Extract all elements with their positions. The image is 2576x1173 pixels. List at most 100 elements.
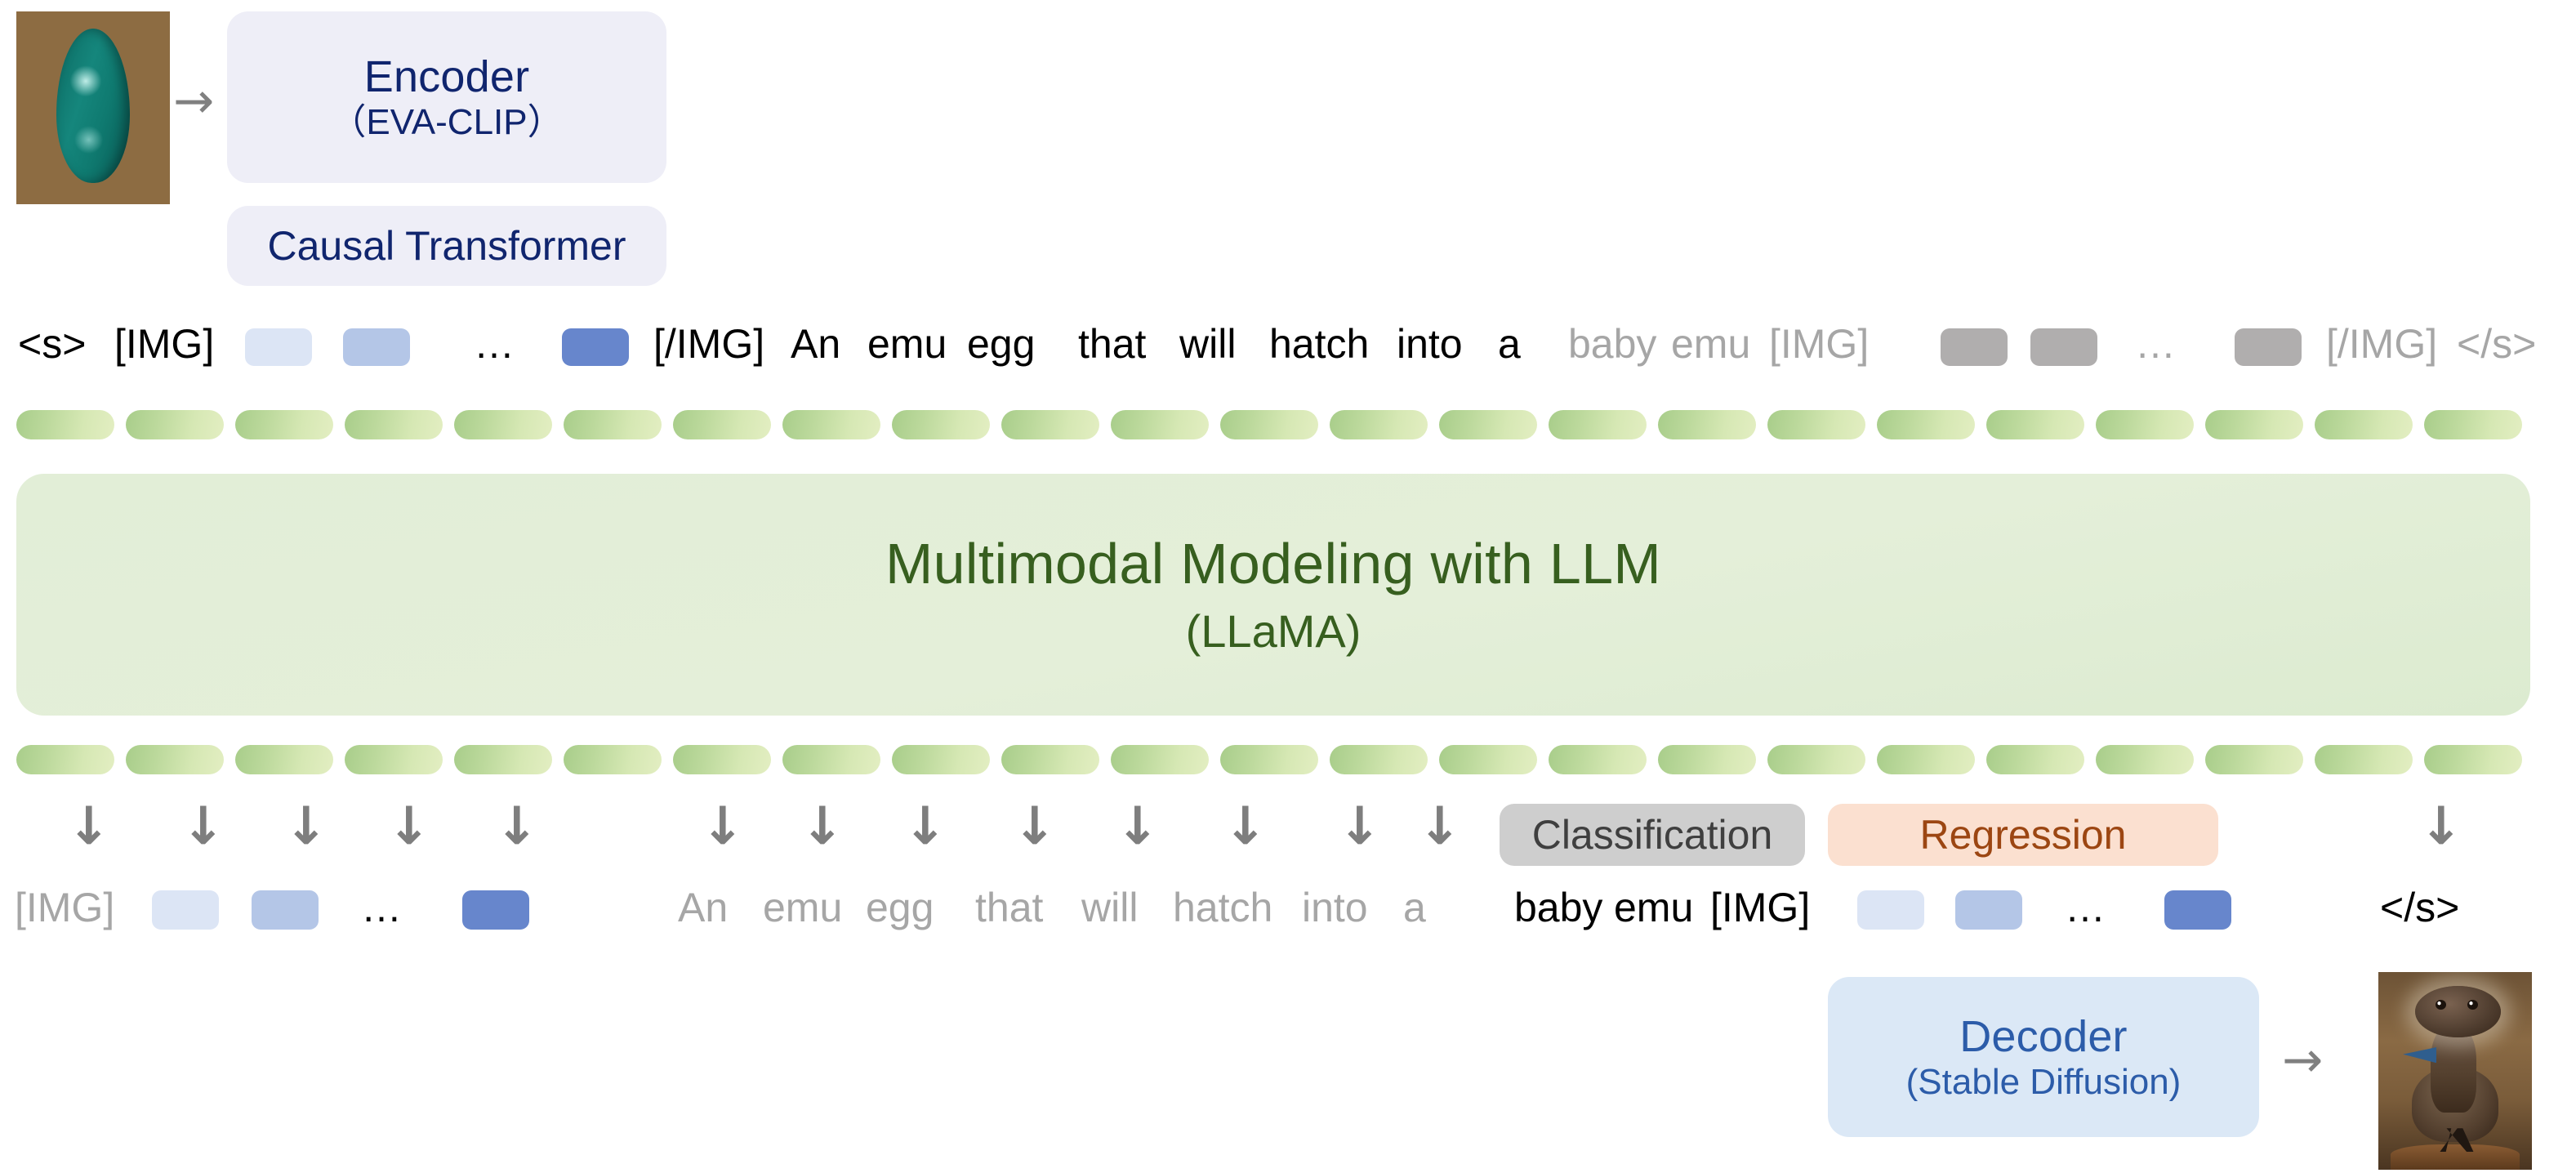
- embedding-pill: [1986, 745, 2084, 774]
- embedding-pill: [2315, 410, 2413, 439]
- embedding-pill: [2315, 745, 2413, 774]
- embedding-pill: [1767, 410, 1865, 439]
- token-a: a: [1498, 321, 1521, 367]
- ellipsis-icon: …: [361, 885, 404, 930]
- down-arrow-icon: ↓: [2419, 796, 2463, 857]
- embedding-pill: [126, 745, 224, 774]
- img-embedding-1: [245, 328, 312, 366]
- token-that: that: [1078, 321, 1147, 367]
- embedding-pill: [1439, 745, 1537, 774]
- down-arrow-icon: ↓: [1223, 796, 1268, 857]
- encoder-module[interactable]: Encoder （EVA-CLIP）: [227, 11, 666, 183]
- token-hatch: hatch: [1173, 885, 1273, 930]
- embedding-pill: [892, 410, 990, 439]
- target-embedding-1: [1941, 328, 2008, 366]
- embedding-pill: [564, 410, 662, 439]
- causal-transformer-module[interactable]: Causal Transformer: [227, 206, 666, 286]
- decoder-module[interactable]: Decoder (Stable Diffusion): [1828, 977, 2259, 1137]
- decoder-title: Decoder: [1959, 1012, 2128, 1062]
- ellipsis-icon: …: [474, 321, 517, 367]
- token-IMG: [IMG]: [1710, 885, 1811, 930]
- embedding-pill: [454, 410, 552, 439]
- ellipsis-icon: …: [2065, 885, 2108, 930]
- egg-shape: [56, 29, 131, 184]
- embedding-pill: [1330, 745, 1428, 774]
- token-egg: egg: [967, 321, 1036, 367]
- decoder-subtitle: (Stable Diffusion): [1905, 1061, 2182, 1102]
- rock-shape: [2391, 1144, 2520, 1170]
- token-emu: emu: [1671, 321, 1751, 367]
- down-arrow-icon: ↓: [903, 796, 947, 857]
- classification-head-label: Classification: [1531, 812, 1773, 858]
- token-s: <s>: [18, 321, 87, 367]
- embedding-pill: [1549, 410, 1647, 439]
- token-IMG: [IMG]: [114, 321, 215, 367]
- emu-neck-shape: [2430, 1025, 2477, 1113]
- token-into: into: [1302, 885, 1368, 930]
- down-arrow-icon: ↓: [1013, 796, 1057, 857]
- token-baby: baby: [1514, 885, 1603, 930]
- embedding-pill: [1658, 745, 1756, 774]
- embedding-pill: [1001, 410, 1099, 439]
- encoder-title: Encoder: [363, 52, 530, 102]
- regression-head-tag[interactable]: Regression: [1828, 804, 2218, 866]
- token-emu: emu: [867, 321, 947, 367]
- embedding-pill: [892, 745, 990, 774]
- down-arrow-icon: ↓: [1418, 796, 1462, 857]
- llm-title: Multimodal Modeling with LLM: [885, 532, 1661, 596]
- token-emu: emu: [763, 885, 843, 930]
- encoder-subtitle: （EVA-CLIP）: [330, 101, 564, 142]
- llm-module[interactable]: Multimodal Modeling with LLM (LLaMA): [16, 474, 2530, 716]
- embedding-pill: [564, 745, 662, 774]
- embedding-pill: [1330, 410, 1428, 439]
- gen-embedding-1: [1857, 890, 1924, 930]
- down-arrow-icon: ↓: [1338, 796, 1382, 857]
- gen-embedding-2: [1955, 890, 2022, 930]
- embedding-pill: [782, 410, 880, 439]
- embedding-pill: [126, 410, 224, 439]
- embedding-pill: [1877, 745, 1975, 774]
- embedding-pill: [1220, 410, 1318, 439]
- emu-eye-left-shape: [2435, 999, 2446, 1010]
- embedding-pill: [1986, 410, 2084, 439]
- embedding-pill: [1439, 410, 1537, 439]
- classification-head-tag[interactable]: Classification: [1500, 804, 1805, 866]
- img-embedding-n: [562, 328, 629, 366]
- token-s: </s>: [2380, 885, 2460, 930]
- embedding-pill: [2205, 745, 2303, 774]
- img-embedding-2: [343, 328, 410, 366]
- embedding-pill: [16, 410, 114, 439]
- embedding-pill: [16, 745, 114, 774]
- target-embedding-n: [2235, 328, 2302, 366]
- down-arrow-icon: ↓: [284, 796, 328, 857]
- embedding-pill: [782, 745, 880, 774]
- token-IMG: [IMG]: [15, 885, 115, 930]
- out-embedding-n: [462, 890, 529, 930]
- down-arrow-icon: ↓: [67, 796, 111, 857]
- embedding-pill: [1549, 745, 1647, 774]
- down-arrow-icon: ↓: [387, 796, 431, 857]
- token-a: a: [1403, 885, 1426, 930]
- embedding-pill: [2205, 410, 2303, 439]
- token-An: An: [678, 885, 729, 930]
- down-arrow-icon: ↓: [800, 796, 845, 857]
- out-embedding-1: [152, 890, 219, 930]
- regression-head-label: Regression: [1919, 812, 2127, 858]
- token-s: </s>: [2457, 321, 2537, 367]
- embedding-pill: [2424, 410, 2522, 439]
- token-into: into: [1397, 321, 1463, 367]
- embedding-pill: [2096, 410, 2194, 439]
- down-arrow-icon: ↓: [495, 796, 539, 857]
- gen-embedding-n: [2164, 890, 2231, 930]
- embedding-pill: [345, 410, 443, 439]
- embedding-pill: [235, 410, 333, 439]
- embedding-pill: [235, 745, 333, 774]
- down-arrow-icon: ↓: [1116, 796, 1160, 857]
- embedding-pill: [2096, 745, 2194, 774]
- embedding-pill: [673, 410, 771, 439]
- token-that: that: [975, 885, 1044, 930]
- emu-eye-right-shape: [2467, 999, 2479, 1010]
- embedding-pill: [1658, 410, 1756, 439]
- token-IMG: [IMG]: [1769, 321, 1870, 367]
- emu-head-shape: [2415, 985, 2502, 1037]
